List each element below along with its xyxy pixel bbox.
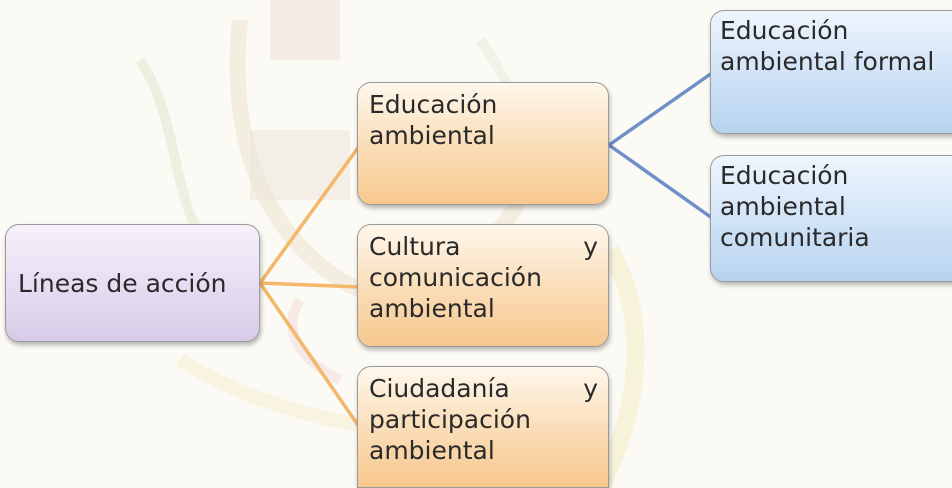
node-ciudadania-participacion-ambiental: Ciudadanía y participación ambiental [357, 366, 609, 488]
node-line-left: Cultura [369, 232, 461, 261]
node-line-right: y [583, 232, 598, 261]
node-educacion-ambiental-formal: Educación ambiental formal [710, 10, 952, 134]
root-node-label: Líneas de acción [18, 268, 227, 298]
connector-root-to-cultura [259, 281, 361, 289]
node-first-line: Cultura y [369, 231, 598, 262]
node-line: ambiental [369, 121, 495, 150]
node-line: ambiental [369, 436, 495, 465]
node-line: Educación [720, 161, 849, 190]
node-line-left: Ciudadanía [369, 374, 510, 403]
node-line: participación [369, 405, 531, 434]
node-line: ambiental formal [720, 47, 935, 76]
connector-educacion-to-comunitaria [607, 143, 714, 220]
root-node-lineas-de-accion: Líneas de acción [5, 224, 260, 342]
connector-root-to-educacion [258, 143, 362, 285]
node-line-right: y [583, 374, 598, 403]
node-cultura-comunicacion-ambiental: Cultura y comunicación ambiental [357, 224, 609, 347]
node-line: Educación [720, 16, 849, 45]
node-line: Educación [369, 90, 498, 119]
node-line: ambiental [369, 294, 495, 323]
node-educacion-ambiental-comunitaria: Educación ambiental comunitaria [710, 155, 952, 282]
connector-educacion-to-formal [607, 71, 714, 147]
node-educacion-ambiental: Educación ambiental [357, 82, 609, 205]
connector-root-to-ciudadania [258, 282, 362, 429]
node-line: comunicación [369, 263, 542, 292]
node-first-line: Ciudadanía y [369, 373, 598, 404]
node-line: comunitaria [720, 223, 870, 252]
node-line: ambiental [720, 192, 846, 221]
